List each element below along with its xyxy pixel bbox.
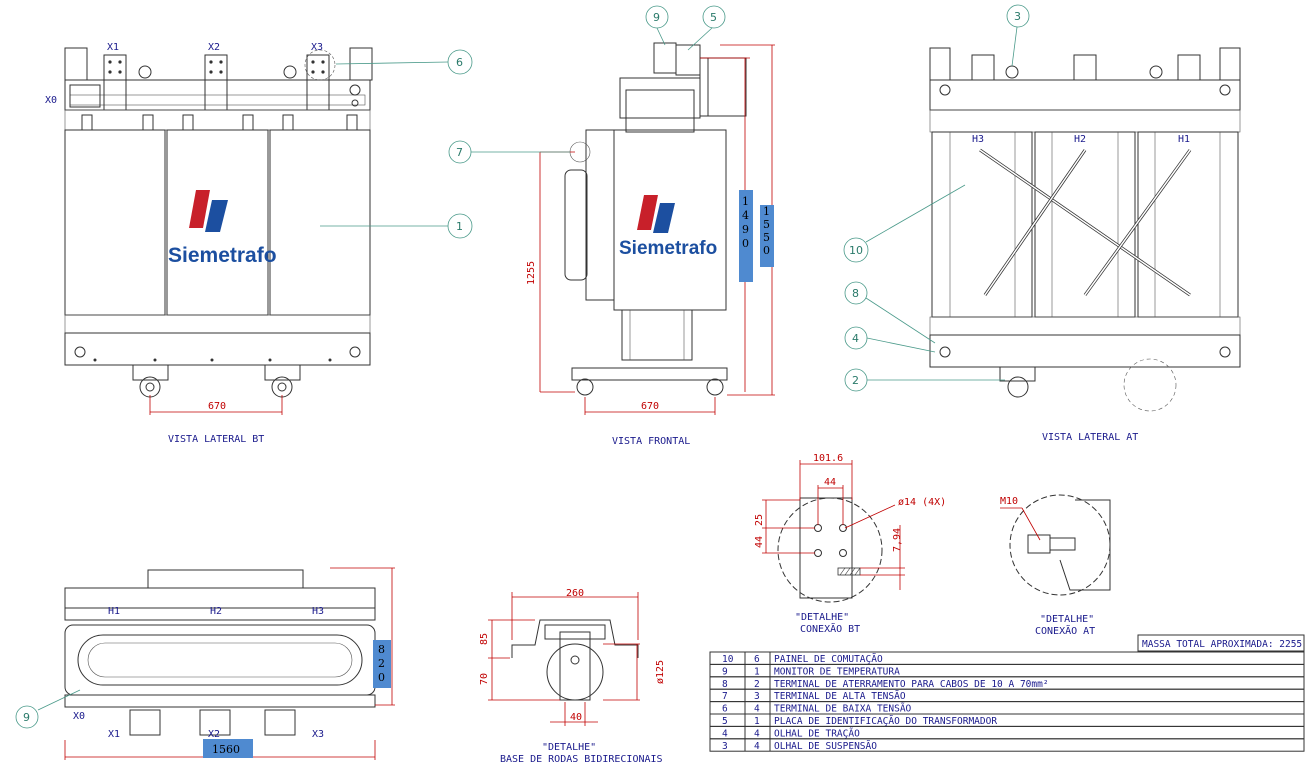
balloon-9-top: 9 — [23, 711, 30, 724]
balloon-4: 4 — [852, 332, 859, 345]
dim-7-94: 7,94 — [892, 528, 903, 552]
parts-list: MASSA TOTAL APROXIMADA: 2255 10 6 PAINEL D… — [709, 634, 1305, 752]
table-row: 8 2 TERMINAL DE ATERRAMENTO PARA CABOS DE … — [709, 676, 1305, 690]
detail-at-subtitle: CONEXÃO AT — [1035, 624, 1095, 637]
table-row: 3 4 OLHAL DE SUSPENSÃO — [709, 738, 1305, 752]
part-qty: 2 — [754, 679, 760, 690]
part-qty: 4 — [754, 728, 760, 739]
dim-70: 70 — [479, 673, 490, 685]
terminal-x3: X3 — [311, 42, 323, 53]
part-item: 6 — [722, 704, 728, 715]
dim-260: 260 — [566, 588, 584, 599]
table-row: 7 3 TERMINAL DE ALTA TENSÃO — [709, 688, 1305, 702]
dim-670-frontal: 670 — [641, 401, 659, 412]
detail-connection-at: M10 "DETALHE" CONEXÃO AT — [1000, 494, 1111, 637]
dim-d125: ø125 — [655, 660, 666, 684]
balloon-5: 5 — [710, 11, 717, 24]
table-row: 10 6 PAINEL DE COMUTAÇÃO — [709, 651, 1305, 665]
part-qty: 4 — [754, 741, 760, 752]
terminal-h3: H3 — [972, 134, 984, 145]
siemetrafo-logo-icon-frontal — [637, 195, 675, 233]
terminal-x2: X2 — [208, 42, 220, 53]
part-item: 3 — [722, 741, 728, 752]
terminal-h2: H2 — [1074, 134, 1086, 145]
table-row: 5 1 PLACA DE IDENTIFICAÇÃO DO TRANSFORMADO… — [709, 713, 1305, 727]
part-description: OLHAL DE SUSPENSÃO — [774, 741, 877, 752]
balloon-9: 9 — [653, 11, 660, 24]
part-item: 4 — [722, 728, 728, 739]
part-description: OLHAL DE TRAÇÃO — [774, 728, 860, 739]
detail-connection-bt: 101.6 44 ø14 (4X) 25 44 7,94 "DETALHE" C… — [754, 453, 946, 635]
table-row: 9 1 MONITOR DE TEMPERATURA — [709, 663, 1305, 677]
part-item: 9 — [722, 666, 728, 677]
balloon-1: 1 — [456, 220, 463, 233]
dim-m10: M10 — [1000, 496, 1018, 507]
dim-44-left: 44 — [754, 536, 765, 548]
balloon-3: 3 — [1014, 10, 1021, 23]
part-description: PLACA DE IDENTIFICAÇÃO DO TRANSFORMADOR — [774, 716, 997, 727]
siemetrafo-logo-icon — [189, 190, 228, 232]
part-description: TERMINAL DE ALTA TENSÃO — [774, 691, 906, 702]
terminal-x0-top: X0 — [73, 711, 85, 722]
balloon-6: 6 — [456, 56, 463, 69]
mass-total: MASSA TOTAL APROXIMADA: 2255 — [1142, 639, 1302, 650]
balloon-7: 7 — [456, 146, 463, 159]
dim-1255: 1255 — [526, 261, 537, 285]
terminal-x2-top: X2 — [208, 729, 220, 740]
dim-44-top: 44 — [824, 477, 836, 488]
dim-670-bt: 670 — [208, 401, 226, 412]
part-item: 5 — [722, 716, 728, 727]
part-qty: 4 — [754, 704, 760, 715]
detail-wheel-base: 260 85 70 ø125 40 "DETALHE" BASE DE RODA… — [479, 588, 666, 765]
detail-bt-subtitle: CONEXÃO BT — [800, 622, 860, 635]
terminal-h1-top: H1 — [108, 606, 120, 617]
part-description: MONITOR DE TEMPERATURA — [774, 666, 900, 677]
dim-40: 40 — [570, 712, 582, 723]
terminal-h3-top: H3 — [312, 606, 324, 617]
brand-logo-text: Siemetrafo — [168, 244, 277, 267]
detail-at-title: "DETALHE" — [1040, 614, 1094, 625]
detail-wheel-title: "DETALHE" — [542, 742, 596, 753]
caption-vista-lateral-bt: VISTA LATERAL BT — [168, 434, 264, 445]
dim-101-6: 101.6 — [813, 453, 843, 464]
terminal-h1: H1 — [1178, 134, 1190, 145]
table-row: 4 4 OLHAL DE TRAÇÃO — [709, 725, 1305, 739]
balloon-8: 8 — [852, 287, 859, 300]
part-qty: 1 — [754, 716, 760, 727]
brand-logo-text-frontal: Siemetrafo — [619, 238, 717, 259]
part-item: 8 — [722, 679, 728, 690]
balloon-10: 10 — [849, 244, 863, 257]
part-qty: 1 — [754, 666, 760, 677]
dim-1560: 1560 — [212, 743, 240, 756]
view-lateral-at: H3 H2 H1 VISTA LATERAL AT 3 10 8 4 2 — [843, 4, 1241, 443]
caption-vista-frontal: VISTA FRONTAL — [612, 436, 690, 447]
part-qty: 6 — [754, 654, 760, 665]
detail-bt-title: "DETALHE" — [795, 612, 849, 623]
terminal-x1-top: X1 — [108, 729, 120, 740]
view-lateral-bt: 670 X1 X2 X3 X0 Siemetrafo VISTA LATERAL… — [45, 42, 473, 445]
terminal-x1: X1 — [107, 42, 119, 53]
terminal-x3-top: X3 — [312, 729, 324, 740]
table-row: 6 4 TERMINAL DE BAIXA TENSÃO — [709, 701, 1305, 715]
dim-25: 25 — [754, 514, 765, 526]
part-description: TERMINAL DE BAIXA TENSÃO — [774, 704, 912, 715]
detail-wheel-subtitle: BASE DE RODAS BIDIRECIONAIS — [500, 754, 663, 765]
caption-vista-lateral-at: VISTA LATERAL AT — [1042, 432, 1138, 443]
balloon-2: 2 — [852, 374, 859, 387]
dim-85: 85 — [479, 633, 490, 645]
part-qty: 3 — [754, 691, 760, 702]
part-item: 10 — [722, 654, 734, 665]
terminal-x0: X0 — [45, 95, 57, 106]
terminal-h2-top: H2 — [210, 606, 222, 617]
part-description: PAINEL DE COMUTAÇÃO — [774, 654, 883, 665]
part-item: 7 — [722, 691, 728, 702]
dim-holes: ø14 (4X) — [898, 497, 946, 508]
part-description: TERMINAL DE ATERRAMENTO PARA CABOS DE 10… — [774, 679, 1049, 690]
